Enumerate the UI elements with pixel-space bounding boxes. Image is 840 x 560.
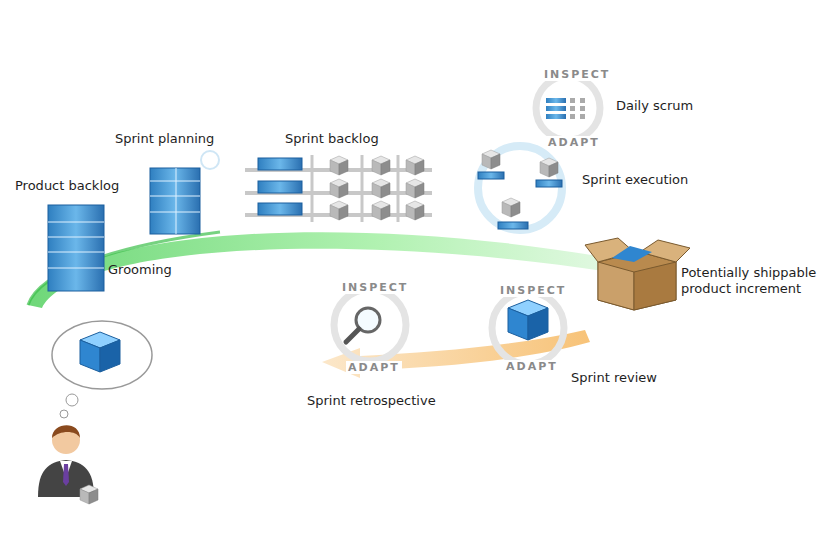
stage-label: Product backlog (15, 178, 119, 194)
stage-label: Sprint retrospective (307, 393, 436, 409)
sprint-backlog-grid (245, 155, 432, 222)
stage-label: Sprint planning (115, 131, 214, 147)
product-backlog-stack (48, 205, 104, 291)
cycle-word: INSPECT (498, 284, 568, 297)
cycle-word: INSPECT (542, 68, 612, 81)
stage-label: Sprint backlog (285, 131, 379, 147)
stage-label: Grooming (108, 262, 172, 278)
stage-label: Sprint execution (582, 172, 688, 188)
sprint-execution-cycle (478, 146, 562, 230)
increment-box (585, 238, 690, 310)
cycle-word: INSPECT (340, 281, 410, 294)
sprint-planning-stack (150, 151, 219, 234)
cycle-word: ADAPT (504, 360, 560, 373)
sprint-review-symbol (492, 292, 564, 364)
stage-label: Potentially shippable product increment (681, 265, 836, 296)
retrospective-magnifier (334, 289, 406, 361)
product-owner (38, 321, 152, 504)
cycle-word: ADAPT (346, 361, 402, 374)
stage-label: Daily scrum (616, 98, 693, 114)
stage-label: Sprint review (571, 370, 657, 386)
cycle-word: ADAPT (546, 136, 602, 149)
sprint-band (28, 232, 610, 308)
daily-scrum-cycle (536, 76, 600, 140)
